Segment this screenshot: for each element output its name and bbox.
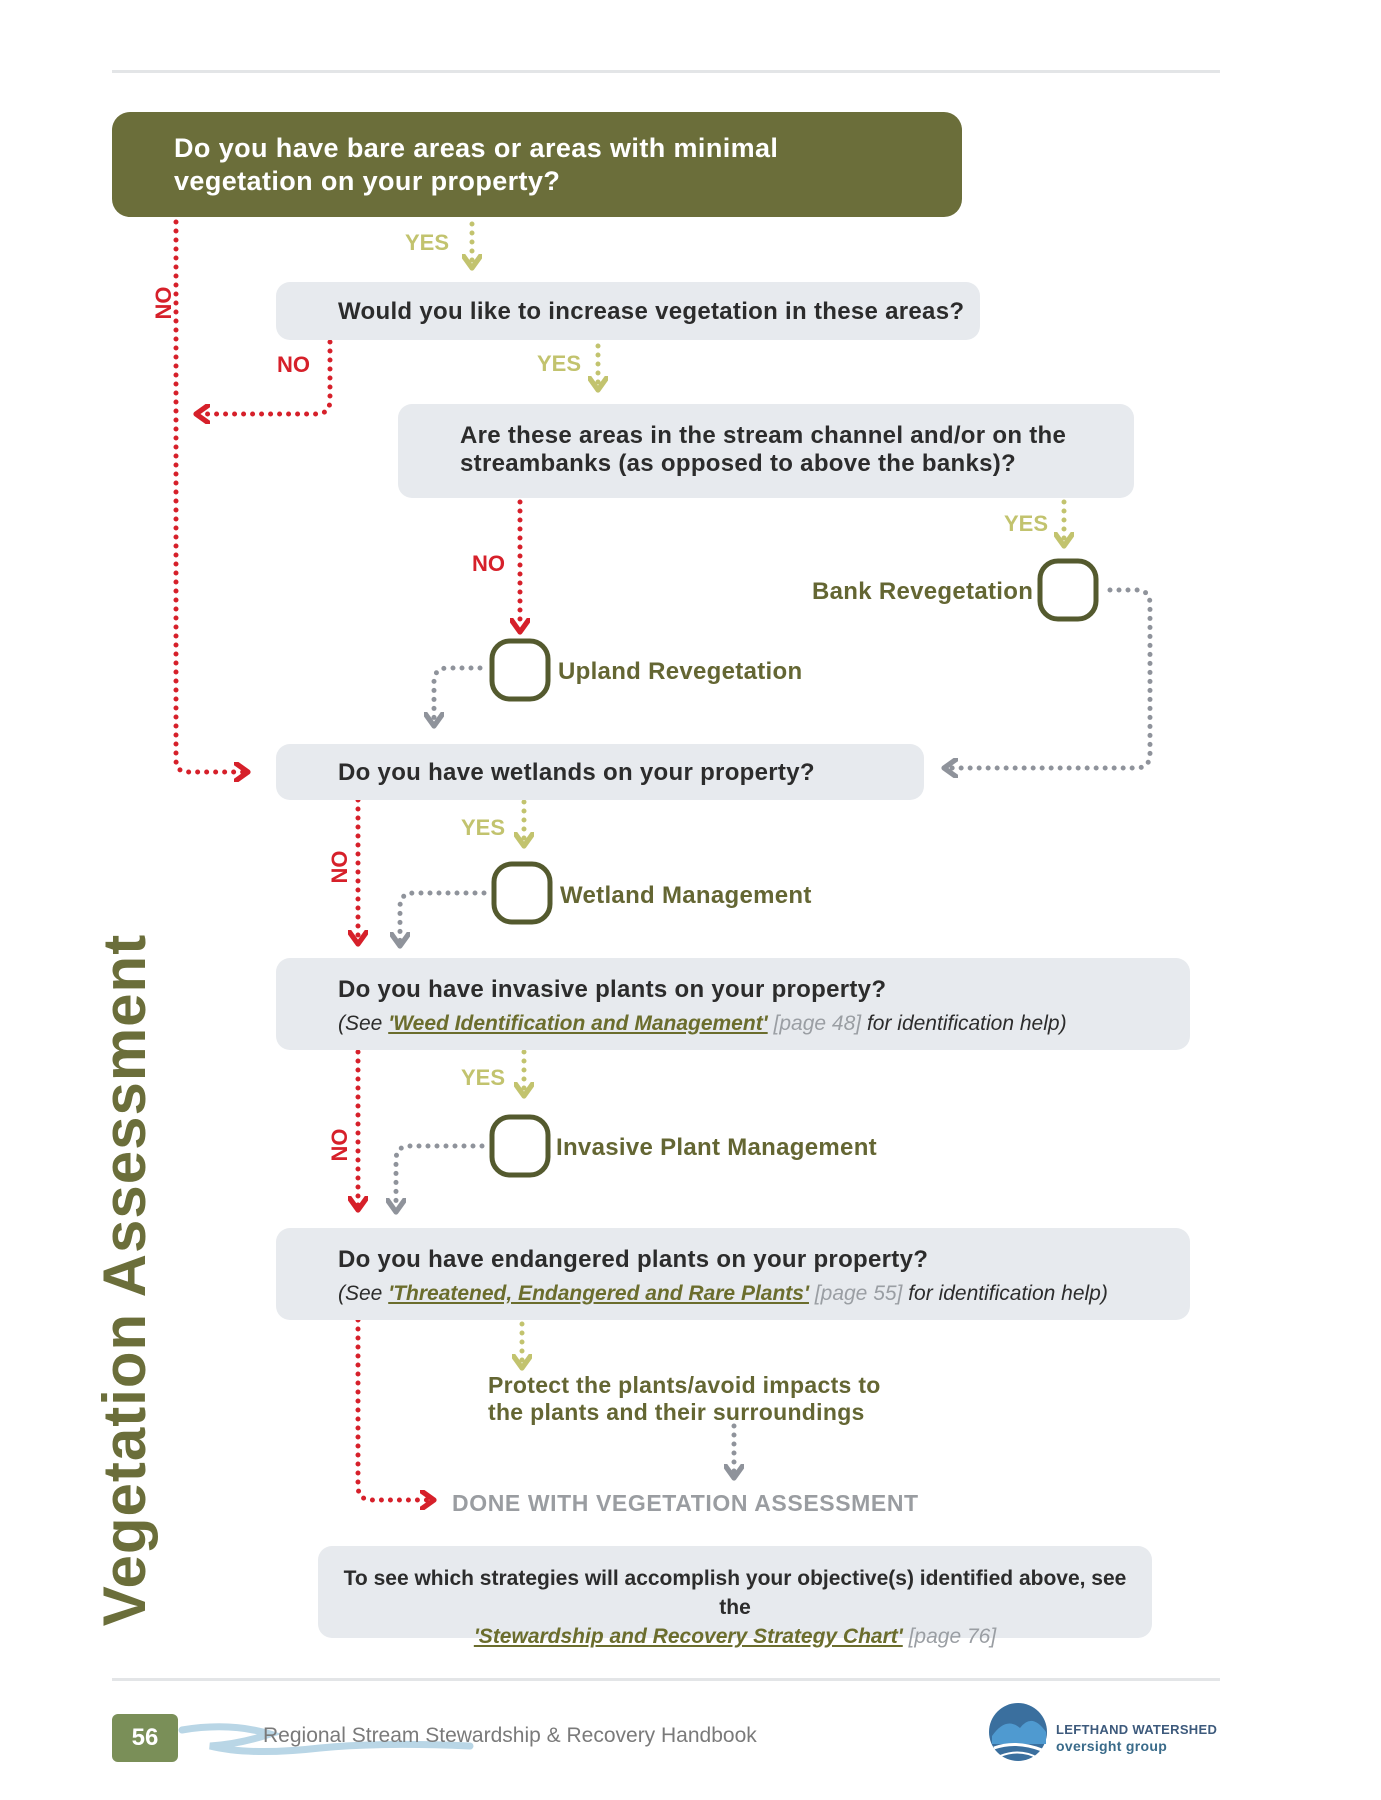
question-wetlands-text: Do you have wetlands on your property? [338, 759, 815, 786]
no-label-q3: NO [472, 551, 505, 576]
no-arrow-q1 [173, 219, 244, 772]
question-invasive-plants-text: Do you have invasive plants on your prop… [338, 976, 887, 1003]
node-invasive-management [489, 1114, 551, 1178]
yes-label-q2: YES [537, 351, 582, 376]
invasive-note-prefix: (See [338, 1012, 389, 1035]
yes-arrows [472, 221, 1064, 1364]
question-bare-areas: Do you have bare areas or areas with min… [112, 112, 962, 217]
gray-arrow-wetland [400, 890, 487, 942]
page-number: 56 [112, 1714, 178, 1762]
question-endangered-plants: Do you have endangered plants on your pr… [276, 1228, 1190, 1320]
gray-arrow-bank [948, 587, 1153, 768]
gray-arrow-invasive [396, 1143, 485, 1208]
action-upland-revegetation: Upland Revegetation [558, 658, 803, 685]
org-line-2: oversight group [1056, 1738, 1168, 1754]
top-rule [112, 70, 1220, 73]
node-bank-revegetation [1037, 558, 1099, 622]
no-arrows [173, 219, 520, 1500]
action-invasive-management: Invasive Plant Management [556, 1134, 877, 1161]
no-label-q4: NO [327, 850, 352, 884]
node-upland-revegetation [489, 638, 551, 702]
action-protect-plants: Protect the plants/avoid impacts to the … [488, 1372, 881, 1426]
no-label-q2: NO [277, 352, 310, 377]
action-wetland-management: Wetland Management [560, 882, 812, 909]
strategy-note: To see which strategies will accomplish … [318, 1546, 1152, 1648]
footer-stream-graphic [178, 1723, 474, 1756]
bottom-rule [112, 1678, 1220, 1681]
node-wetland-management [491, 861, 553, 925]
question-invasive-plants: Do you have invasive plants on your prop… [276, 958, 1190, 1050]
question-increase-vegetation: Would you like to increase vegetation in… [276, 282, 980, 340]
endangered-note-suffix: for identification help) [902, 1282, 1108, 1305]
question-bare-areas-text: Do you have bare areas or areas with min… [174, 133, 779, 196]
yes-label-q5: YES [461, 1065, 506, 1090]
gray-arrow-upland [434, 665, 483, 722]
endangered-plants-note: (See 'Threatened, Endangered and Rare Pl… [338, 1282, 1190, 1306]
action-bank-revegetation: Bank Revegetation [812, 578, 1034, 605]
org-line-1: LEFTHAND WATERSHED [1056, 1722, 1218, 1737]
question-stream-channel-text: Are these areas in the stream channel an… [460, 422, 1067, 477]
no-label-q1: NO [151, 286, 176, 320]
question-stream-channel: Are these areas in the stream channel an… [398, 404, 1134, 498]
yes-label-q4: YES [461, 815, 506, 840]
endangered-note-prefix: (See [338, 1282, 389, 1305]
no-arrow-q6 [355, 1317, 430, 1500]
invasive-note-suffix: for identification help) [861, 1012, 1067, 1035]
protect-line-1: Protect the plants/avoid impacts to [488, 1372, 881, 1398]
endangered-note-page: [page 55] [808, 1282, 903, 1305]
question-wetlands: Do you have wetlands on your property? [276, 744, 924, 800]
gray-arrows [396, 587, 1153, 1474]
strategy-page: [page 76] [902, 1625, 997, 1648]
link-weed-identification[interactable]: 'Weed Identification and Management' [388, 1012, 768, 1035]
watershed-logo [989, 1703, 1047, 1761]
no-arrow-q2 [200, 339, 333, 414]
invasive-plants-note: (See 'Weed Identification and Management… [338, 1012, 1190, 1036]
done-vegetation-assessment: DONE WITH VEGETATION ASSESSMENT [452, 1490, 919, 1516]
action-nodes [489, 558, 1099, 1178]
yes-label-q1: YES [405, 230, 450, 255]
footer-handbook-title: Regional Stream Stewardship & Recovery H… [263, 1724, 757, 1747]
strategy-text: To see which strategies will accomplish … [343, 1567, 1127, 1619]
protect-line-2: the plants and their surroundings [488, 1399, 865, 1425]
invasive-note-page: [page 48] [767, 1012, 862, 1035]
footer-org-name: LEFTHAND WATERSHED oversight group [1056, 1722, 1217, 1754]
no-label-q5: NO [327, 1128, 352, 1162]
strategy-link-line: 'Stewardship and Recovery Strategy Chart… [328, 1622, 1142, 1651]
section-title: Vegetation Assessment [91, 933, 158, 1627]
link-threatened-plants[interactable]: 'Threatened, Endangered and Rare Plants' [388, 1282, 809, 1305]
yes-label-q3: YES [1004, 511, 1049, 536]
link-strategy-chart[interactable]: 'Stewardship and Recovery Strategy Chart… [473, 1625, 903, 1648]
question-increase-vegetation-text: Would you like to increase vegetation in… [338, 298, 965, 325]
question-endangered-plants-text: Do you have endangered plants on your pr… [338, 1246, 929, 1273]
